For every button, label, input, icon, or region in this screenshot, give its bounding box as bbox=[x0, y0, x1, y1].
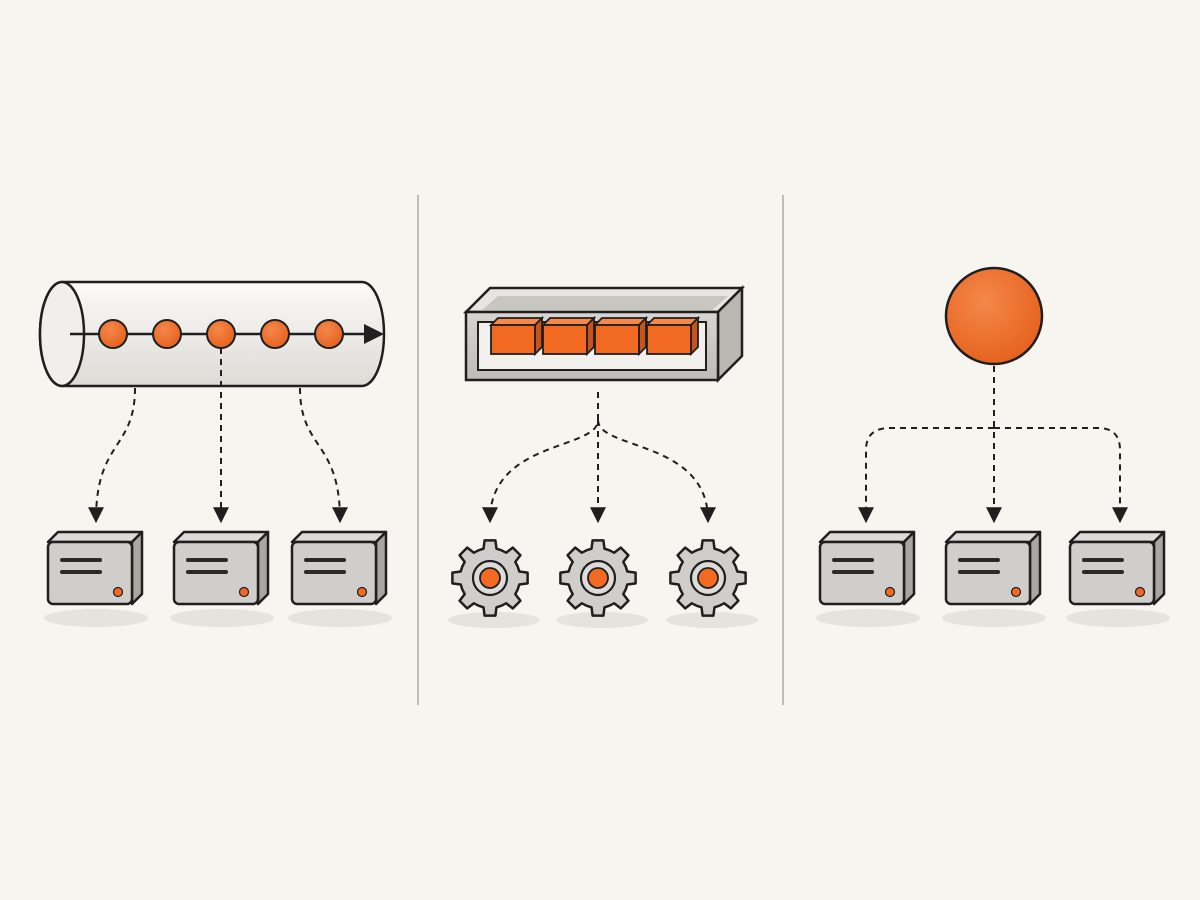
gear-icon bbox=[666, 539, 758, 628]
publisher-circle-icon bbox=[944, 266, 1044, 366]
gear-icon bbox=[556, 539, 648, 628]
pubsub-arrow-left bbox=[858, 427, 994, 524]
queue-arrow-right bbox=[597, 419, 716, 524]
server-icon bbox=[44, 530, 148, 627]
stream-consumers bbox=[44, 530, 392, 627]
queue-arrow-left bbox=[482, 392, 599, 524]
queue-panel bbox=[448, 284, 758, 628]
stream-message-dot bbox=[152, 319, 182, 349]
stream-message-dot bbox=[260, 319, 290, 349]
server-icon bbox=[170, 530, 274, 627]
pubsub-routing-arrows bbox=[858, 366, 1128, 524]
queue-message-cube bbox=[488, 315, 545, 357]
queue-routing-arrows bbox=[482, 392, 716, 524]
queue-message-cube bbox=[540, 315, 597, 357]
stream-routing-arrows bbox=[88, 348, 348, 524]
queue-workers bbox=[448, 539, 758, 628]
server-icon bbox=[288, 530, 392, 627]
stream-messages bbox=[98, 319, 344, 349]
server-icon bbox=[1066, 530, 1170, 627]
queue-messages bbox=[488, 315, 701, 357]
stream-message-dot bbox=[98, 319, 128, 349]
pubsub-panel bbox=[816, 266, 1170, 627]
stream-message-dot bbox=[206, 319, 236, 349]
stream-arrow-left bbox=[88, 387, 136, 524]
pubsub-subscribers bbox=[816, 530, 1170, 627]
stream-panel bbox=[38, 280, 392, 627]
stream-message-dot bbox=[314, 319, 344, 349]
gear-icon bbox=[448, 539, 540, 628]
stream-arrow-right bbox=[299, 387, 348, 524]
pubsub-arrow-right bbox=[994, 427, 1128, 524]
server-icon bbox=[942, 530, 1046, 627]
queue-message-cube bbox=[592, 315, 649, 357]
queue-message-cube bbox=[644, 315, 701, 357]
server-icon bbox=[816, 530, 920, 627]
